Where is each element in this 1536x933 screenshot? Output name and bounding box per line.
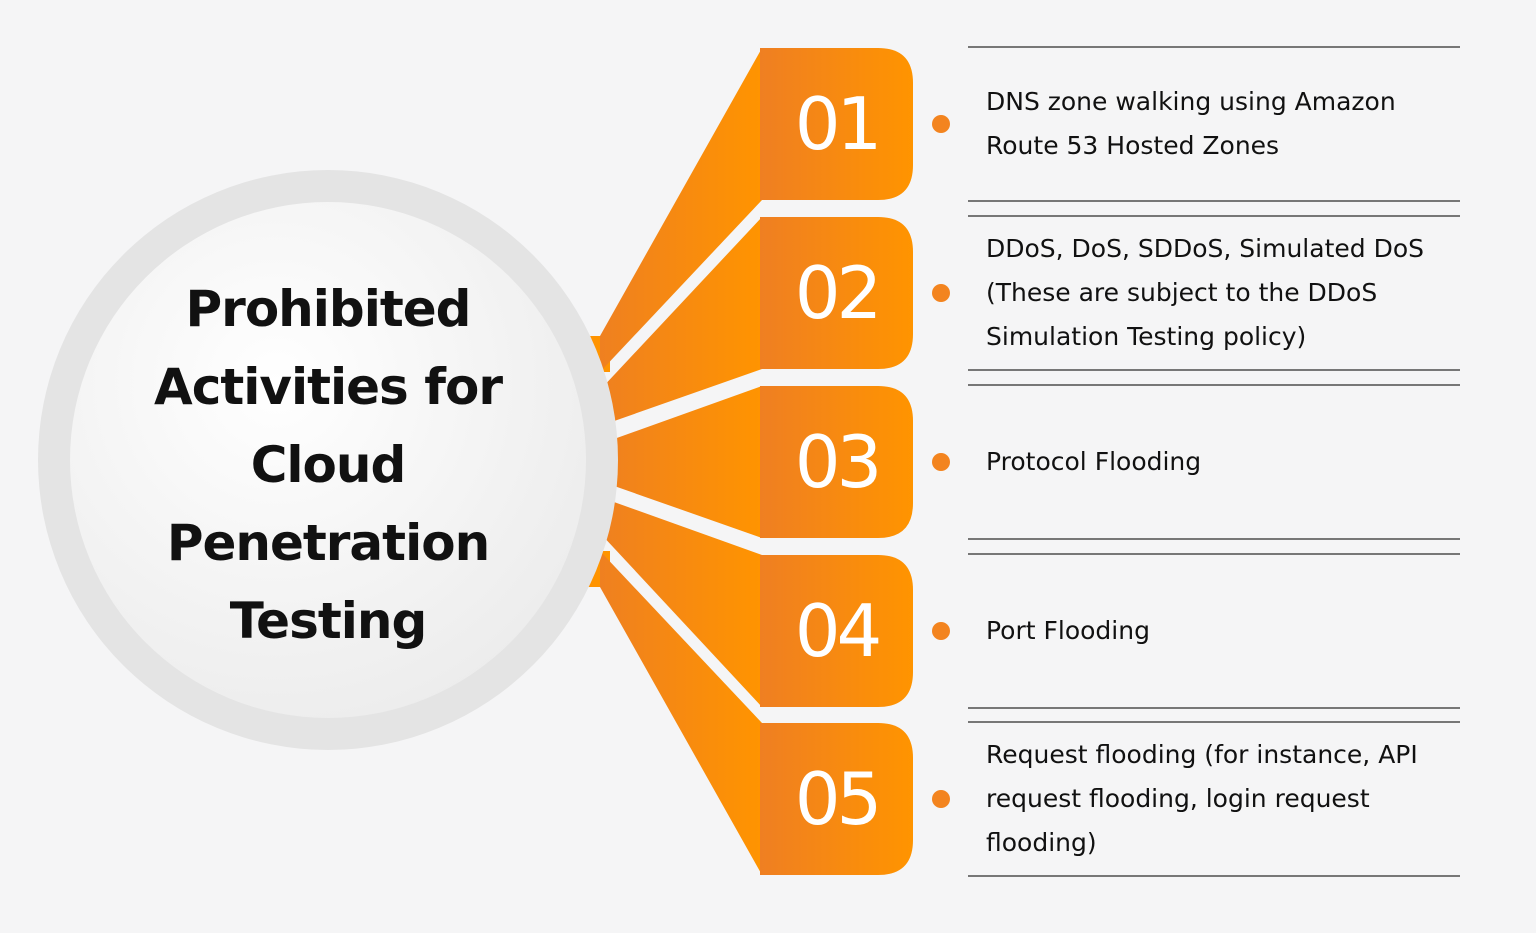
bullet-dot-icon (932, 790, 950, 808)
bullet-dot-icon (932, 453, 950, 471)
number-tab (760, 217, 913, 369)
item-text-wrap: Protocol Flooding (986, 386, 1466, 538)
item-text-wrap: DDoS, DoS, SDDoS, Simulated DoS (These a… (986, 217, 1466, 369)
fan-segment (600, 48, 762, 372)
fan-segment (600, 551, 762, 875)
item-number: 04 (794, 589, 883, 673)
item-text-wrap: DNS zone walking using Amazon Route 53 H… (986, 48, 1466, 200)
item-text: DDoS, DoS, SDDoS, Simulated DoS (These a… (986, 234, 1424, 351)
number-tab (760, 386, 913, 538)
item-number: 02 (794, 251, 883, 335)
number-tab (760, 555, 913, 707)
number-tab (760, 48, 913, 200)
item-text: Port Flooding (986, 616, 1150, 645)
item-text-wrap: Port Flooding (986, 555, 1466, 707)
center-disc (70, 202, 586, 718)
fan-segment (600, 497, 762, 707)
item-text-wrap: Request flooding (for instance, API requ… (986, 723, 1466, 875)
item-number: 05 (794, 757, 883, 841)
bullet-dot-icon (932, 115, 950, 133)
bullet-dot-icon (932, 622, 950, 640)
fan-segment (600, 386, 762, 538)
bullet-dot-icon (932, 284, 950, 302)
item-number: 03 (794, 420, 883, 504)
item-text: DNS zone walking using Amazon Route 53 H… (986, 87, 1396, 160)
diagram-title: Prohibited Activities for Cloud Penetrat… (154, 280, 503, 650)
fan-segment (600, 217, 762, 426)
number-tab (760, 723, 913, 875)
item-number: 01 (794, 82, 883, 166)
item-text: Protocol Flooding (986, 447, 1202, 476)
item-text: Request flooding (for instance, API requ… (986, 740, 1418, 857)
